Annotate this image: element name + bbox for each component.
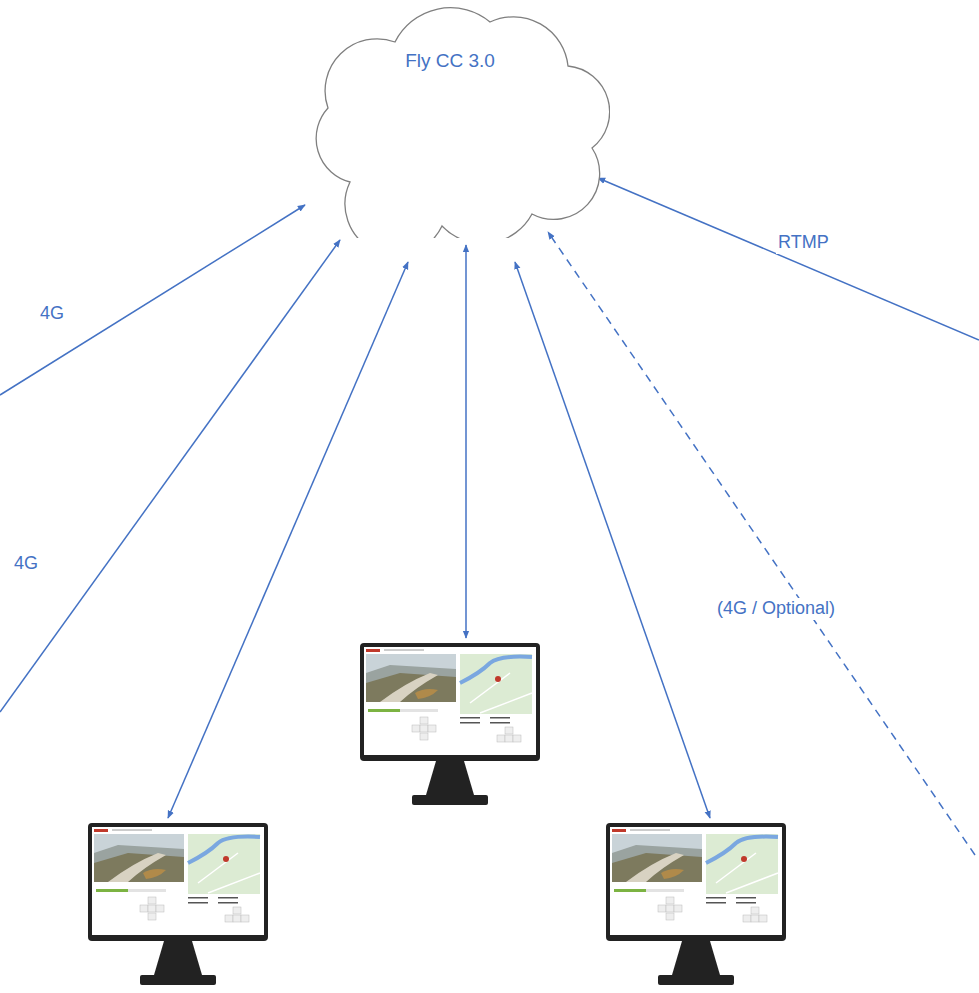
optional-line	[548, 232, 975, 855]
monitor-link	[465, 245, 467, 638]
uplink-line	[0, 240, 340, 712]
link-label: 4G	[38, 303, 66, 325]
monitor-icon	[88, 823, 268, 985]
link-label: 4G	[12, 553, 40, 575]
monitor-icon	[606, 823, 786, 985]
link-lines	[0, 178, 979, 855]
link-label: RTMP	[776, 232, 831, 254]
rtmp-line	[598, 178, 979, 340]
uplink-line	[0, 205, 305, 395]
monitor-link	[515, 262, 710, 818]
cloud-shape	[316, 8, 609, 238]
cloud-label: Fly CC 3.0	[290, 50, 610, 72]
cloud-node: Fly CC 3.0	[290, 0, 610, 238]
monitor-icon	[360, 643, 540, 805]
link-label: (4G / Optional)	[715, 598, 837, 620]
cloud-outline	[290, 0, 610, 238]
